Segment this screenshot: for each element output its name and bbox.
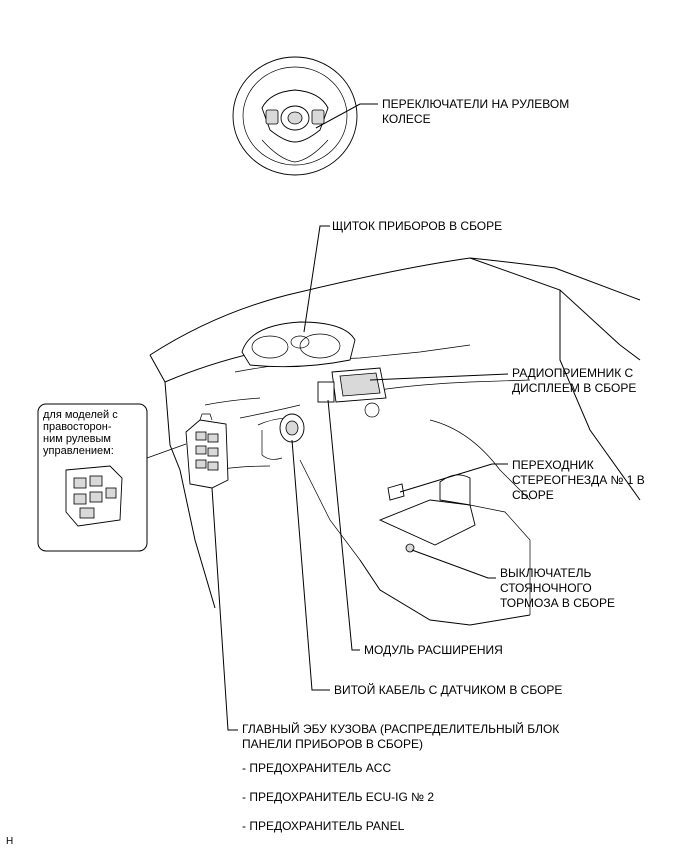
leader-spiral-cable	[291, 439, 330, 691]
label-parking-brake-line-3: ТОРМОЗА В СБОРЕ	[500, 596, 615, 610]
corner-code: H	[6, 836, 14, 847]
leader-parking-brake	[411, 549, 496, 579]
label-steering-switches-line-1: ПЕРЕКЛЮЧАТЕЛИ НА РУЛЕВОМ	[382, 97, 570, 111]
inset-caption-line-1: для моделей с	[43, 409, 118, 421]
rhd-junction-block-illustration	[65, 465, 123, 527]
rhd-inset-frame	[37, 403, 187, 552]
right-switch-pad	[311, 109, 325, 125]
leader-main-body-ecu	[211, 487, 238, 731]
dashboard-illustration	[149, 257, 641, 626]
label-parking-brake-switch: ВЫКЛЮЧАТЕЛЬ СТОЯНОЧНОГО ТОРМОЗА В СБОРЕ	[500, 566, 615, 611]
leader-expansion-module	[327, 399, 360, 651]
fuse-item-acc: - ПРЕДОХРАНИТЕЛЬ ACC	[242, 761, 392, 775]
fuse-item-ecu-ig-2: - ПРЕДОХРАНИТЕЛЬ ECU-IG № 2	[242, 790, 435, 804]
main-body-ecu-illustration	[185, 413, 229, 489]
label-main-body-ecu-line-1: ГЛАВНЫЙ ЭБУ КУЗОВА (РАСПРЕДЕЛИТЕЛЬНЫЙ БЛ…	[242, 722, 560, 736]
label-steering-switches-line-2: КОЛЕСЕ	[382, 112, 431, 126]
label-radio-display-line-1: РАДИОПРИЕМНИК С	[512, 366, 634, 380]
inset-caption-line-3: ним рулевым	[43, 433, 111, 445]
label-stereo-jack-line-1: ПЕРЕХОДНИК	[512, 458, 594, 472]
fuse-item-panel: - ПРЕДОХРАНИТЕЛЬ PANEL	[242, 819, 405, 833]
inset-caption-line-4: управлением:	[43, 445, 114, 457]
label-stereo-jack-adapter: ПЕРЕХОДНИК СТЕРЕОГНЕЗДА № 1 В СБОРЕ	[512, 458, 645, 503]
label-main-body-ecu-line-2: ПАНЕЛИ ПРИБОРОВ В СБОРЕ)	[242, 737, 423, 751]
label-parking-brake-line-2: СТОЯНОЧНОГО	[500, 581, 592, 595]
leader-steering-switches	[315, 103, 378, 129]
inset-caption-line-2: правосторон-	[43, 421, 112, 433]
steering-wheel-illustration	[232, 56, 358, 176]
label-parking-brake-line-1: ВЫКЛЮЧАТЕЛЬ	[500, 566, 592, 580]
leader-radio-display	[369, 373, 509, 381]
label-combination-meter: ЩИТОК ПРИБОРОВ В СБОРЕ	[332, 219, 503, 233]
leader-lines	[211, 103, 509, 731]
label-radio-display-line-2: ДИСПЛЕЕМ В СБОРЕ	[512, 381, 637, 395]
label-stereo-jack-line-3: СБОРЕ	[512, 488, 554, 502]
label-stereo-jack-line-2: СТЕРЕОГНЕЗДА № 1 В	[512, 473, 645, 487]
label-main-body-ecu: ГЛАВНЫЙ ЭБУ КУЗОВА (РАСПРЕДЕЛИТЕЛЬНЫЙ БЛ…	[242, 722, 559, 752]
leader-combination-meter	[303, 225, 330, 333]
label-expansion-module: МОДУЛЬ РАСШИРЕНИЯ	[364, 643, 503, 657]
label-steering-switches: ПЕРЕКЛЮЧАТЕЛИ НА РУЛЕВОМ КОЛЕСЕ	[382, 97, 569, 127]
fuse-list: - ПРЕДОХРАНИТЕЛЬ ACC - ПРЕДОХРАНИТЕЛЬ EC…	[242, 761, 434, 834]
leader-stereo-jack	[399, 463, 508, 493]
inset-caption: для моделей с правосторон- ним рулевым у…	[43, 409, 118, 457]
left-switch-pad	[265, 109, 279, 125]
label-spiral-cable: ВИТОЙ КАБЕЛЬ С ДАТЧИКОМ В СБОРЕ	[334, 683, 563, 697]
label-radio-display: РАДИОПРИЕМНИК С ДИСПЛЕЕМ В СБОРЕ	[512, 366, 636, 396]
